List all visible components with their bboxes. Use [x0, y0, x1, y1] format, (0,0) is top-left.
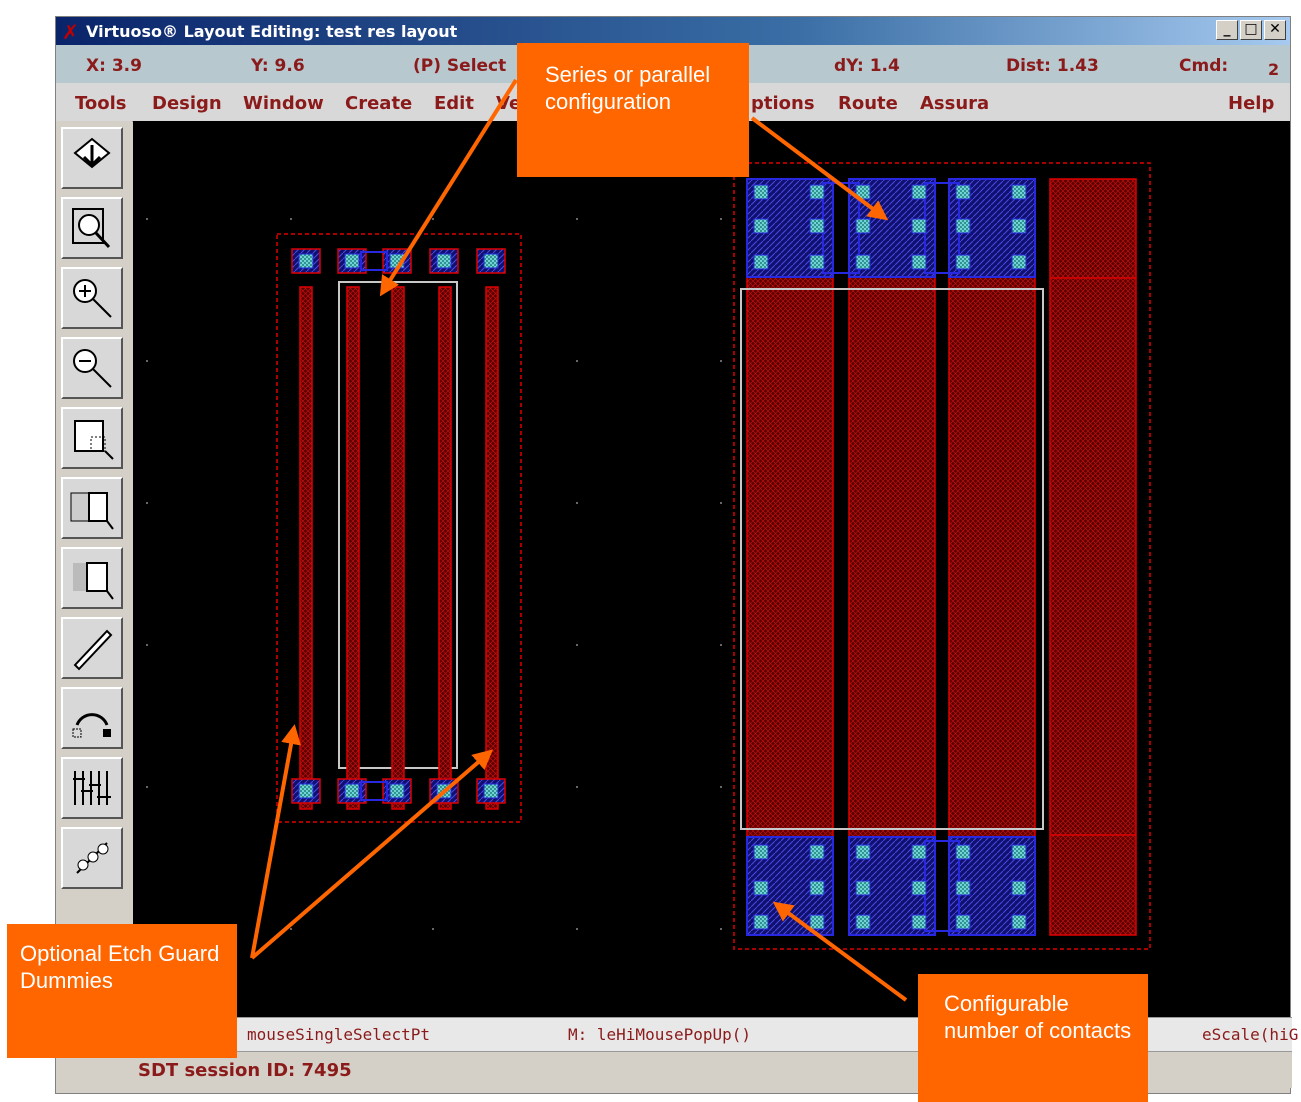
- zoom-fit-icon: [72, 208, 111, 249]
- callout-etch-guard: Optional Etch Guard Dummies: [7, 924, 237, 1058]
- callout-series-parallel: Series or parallel configuration: [517, 43, 749, 177]
- layout-drawing: [146, 162, 1151, 950]
- path-button[interactable]: [61, 617, 123, 679]
- path-icon: [73, 629, 113, 671]
- title-bar[interactable]: ✗ Virtuoso® Layout Editing: test res lay…: [56, 17, 1290, 45]
- menu-route[interactable]: Route: [838, 93, 898, 114]
- copy-icon: [70, 492, 114, 530]
- zoom-out-button[interactable]: [61, 337, 123, 399]
- left-mouse-binding: mouseSingleSelectPt: [247, 1025, 431, 1044]
- tool-palette: [56, 121, 132, 1021]
- middle-mouse-binding: M: leHiMousePopUp(): [568, 1025, 752, 1044]
- zoom-out-icon: [73, 349, 112, 388]
- menu-help[interactable]: Help: [1228, 93, 1275, 114]
- window-title: Virtuoso® Layout Editing: test res layou…: [86, 22, 458, 41]
- maximize-button[interactable]: □: [1240, 20, 1262, 40]
- right-resistor-array: [733, 162, 1151, 950]
- select-mode: (P) Select: [413, 56, 507, 76]
- save-icon: [73, 137, 111, 169]
- zoom-in-button[interactable]: [61, 267, 123, 329]
- arrow-etch-right: [250, 749, 494, 960]
- dy-value: dY: 1.4: [834, 56, 900, 76]
- zoom-in-icon: [73, 279, 112, 318]
- stretch-icon: [74, 420, 114, 460]
- callout-contacts: Configurable number of contacts: [918, 974, 1148, 1102]
- dist-value: Dist: 1.43: [1006, 56, 1099, 76]
- window-controls: _ □ ✕: [1216, 20, 1286, 40]
- arrow-series-right: [750, 116, 889, 221]
- cmd-label: Cmd:: [1179, 56, 1229, 76]
- move-icon: [73, 562, 114, 600]
- property-icon: [73, 771, 111, 805]
- left-resistor-array: [276, 233, 522, 823]
- zoom-fit-button[interactable]: [61, 197, 123, 259]
- menu-assura[interactable]: Assura: [920, 93, 990, 114]
- minimize-button[interactable]: _: [1216, 20, 1238, 40]
- layout-window: ✗ Virtuoso® Layout Editing: test res lay…: [55, 16, 1298, 1094]
- y-coord: Y: 9.6: [251, 56, 305, 76]
- arc-button[interactable]: [61, 687, 123, 749]
- cmd-count: 2: [1268, 60, 1280, 79]
- copy-button[interactable]: [61, 477, 123, 539]
- menu-design[interactable]: Design: [152, 93, 222, 114]
- arrow-series-left: [379, 78, 518, 297]
- arrow-etch-left: [250, 724, 301, 959]
- menu-window[interactable]: Window: [243, 93, 324, 114]
- session-id: SDT session ID: 7495: [138, 1060, 352, 1081]
- property-button[interactable]: [61, 757, 123, 819]
- menu-tools[interactable]: Tools: [75, 93, 127, 114]
- move-button[interactable]: [61, 547, 123, 609]
- reshape-icon: [76, 842, 109, 874]
- x-coord: X: 3.9: [86, 56, 142, 76]
- arc-icon: [72, 713, 111, 738]
- stretch-button[interactable]: [61, 407, 123, 469]
- reshape-button[interactable]: [61, 827, 123, 889]
- arrow-contacts: [772, 901, 908, 1002]
- menu-edit[interactable]: Edit: [434, 93, 474, 114]
- close-button[interactable]: ✕: [1264, 20, 1286, 40]
- right-mouse-binding: eScale(hiG: [1202, 1025, 1299, 1044]
- menu-create[interactable]: Create: [345, 93, 413, 114]
- menu-options[interactable]: ptions: [751, 93, 815, 114]
- layout-canvas[interactable]: [133, 121, 1290, 1017]
- app-icon: ✗: [62, 20, 79, 44]
- grid-dots: [146, 218, 722, 930]
- save-button[interactable]: [61, 127, 123, 189]
